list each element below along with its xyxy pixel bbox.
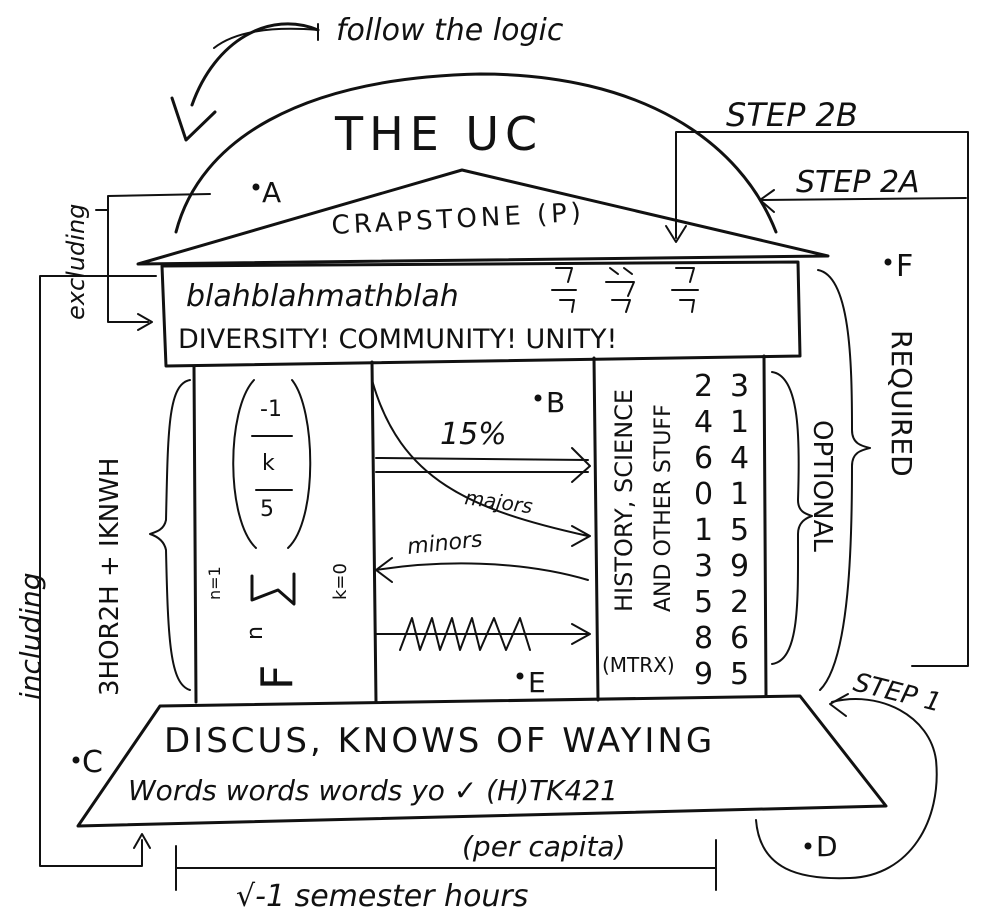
- step-2b-route: [676, 132, 968, 666]
- point-c-dot: [73, 757, 80, 764]
- hmni-label: 3HOR2H + IKNWH: [95, 458, 125, 696]
- column-line-4: [764, 356, 766, 696]
- column-line-3: [594, 358, 598, 700]
- middle-arrows: 15% majors minors: [372, 380, 590, 650]
- svg-text:F: F: [252, 665, 303, 690]
- digit-col1-7: 8: [694, 621, 713, 656]
- semester-hours-label: √-1 semester hours: [236, 879, 528, 914]
- digit-col1-1: 4: [694, 405, 713, 440]
- majors-label: majors: [463, 485, 534, 518]
- svg-text:5: 5: [260, 497, 274, 522]
- point-f-dot: [885, 259, 892, 266]
- step-2a-arrowhead: [760, 190, 774, 212]
- digit-col2-1: 1: [730, 405, 749, 440]
- svg-text:k=0: k=0: [330, 563, 351, 600]
- frieze-line1: blahblahmathblah: [186, 279, 459, 314]
- step-2a-label: STEP 2A: [796, 165, 920, 200]
- step-1-loop: [756, 699, 937, 878]
- dome-title: THE UC: [334, 107, 543, 161]
- digit-col2-6: 2: [730, 585, 749, 620]
- digit-col2-5: 9: [730, 549, 749, 584]
- including-label: including: [14, 572, 47, 700]
- digit-col2-4: 5: [730, 513, 749, 548]
- step-2a-route: [760, 198, 966, 200]
- digit-col2-3: 1: [730, 477, 749, 512]
- column-line-2: [372, 362, 376, 702]
- base-line2: Words words words yo ✓ (H)TK421: [128, 774, 618, 807]
- point-f-label: F: [896, 249, 913, 284]
- digit-col2-8: 5: [730, 657, 749, 692]
- follow-logic-arrow: [172, 24, 318, 140]
- point-e-label: E: [528, 666, 546, 699]
- svg-text:-1: -1: [260, 397, 282, 422]
- svg-text:k: k: [262, 451, 275, 476]
- digit-col1-4: 1: [694, 513, 713, 548]
- step-2b-label: STEP 2B: [726, 96, 858, 134]
- point-c-label: C: [82, 745, 103, 780]
- point-b-dot: [535, 395, 542, 402]
- step-1-arrowhead: [830, 694, 848, 716]
- percent-label: 15%: [440, 417, 507, 452]
- digit-col2-0: 3: [730, 369, 749, 404]
- column-line-1: [194, 366, 196, 702]
- digit-col2-7: 6: [730, 621, 749, 656]
- base-line1: DISCUS, KNOWS OF WAYING: [164, 721, 715, 761]
- digit-col1-5: 3: [694, 549, 713, 584]
- excluding-label: excluding: [62, 204, 90, 320]
- follow-logic-label: follow the logic: [336, 13, 564, 48]
- point-a-label: A: [262, 176, 281, 209]
- digit-col1-8: 9: [694, 657, 713, 692]
- frieze-line2: DIVERSITY! COMMUNITY! UNITY!: [178, 324, 617, 355]
- required-label: REQUIRED: [885, 330, 918, 477]
- optional-brace: [772, 372, 812, 664]
- svg-text:n=1: n=1: [205, 566, 224, 600]
- point-a-dot: [253, 184, 260, 191]
- digit-col1-3: 0: [694, 477, 713, 512]
- point-d-label: D: [816, 830, 838, 863]
- digit-col2-2: 4: [730, 441, 749, 476]
- point-d-dot: [805, 843, 812, 850]
- right-column-line1: HISTORY, SCIENCE: [610, 389, 638, 612]
- frieze-glyphs: [552, 268, 698, 312]
- hmni-brace: [150, 380, 190, 690]
- right-column-line2: AND OTHER STUFF: [651, 404, 676, 612]
- svg-text:n: n: [243, 626, 268, 640]
- point-e-dot: [517, 673, 524, 680]
- left-column-math: -1 k 5 n=1 k=0 F n: [205, 380, 351, 690]
- right-column-mtrx: (MTRX): [602, 653, 675, 677]
- optional-label: OPTIONAL: [807, 420, 837, 552]
- minors-label: minors: [406, 527, 484, 560]
- point-b-label: B: [546, 386, 565, 419]
- pediment-label: CRAPSTONE (P): [331, 198, 586, 241]
- per-capita-label: (per capita): [462, 830, 626, 863]
- digit-col1-0: 2: [694, 369, 713, 404]
- digit-col1-6: 5: [694, 585, 713, 620]
- step-1-label: STEP 1: [850, 668, 944, 719]
- digit-col1-2: 6: [694, 441, 713, 476]
